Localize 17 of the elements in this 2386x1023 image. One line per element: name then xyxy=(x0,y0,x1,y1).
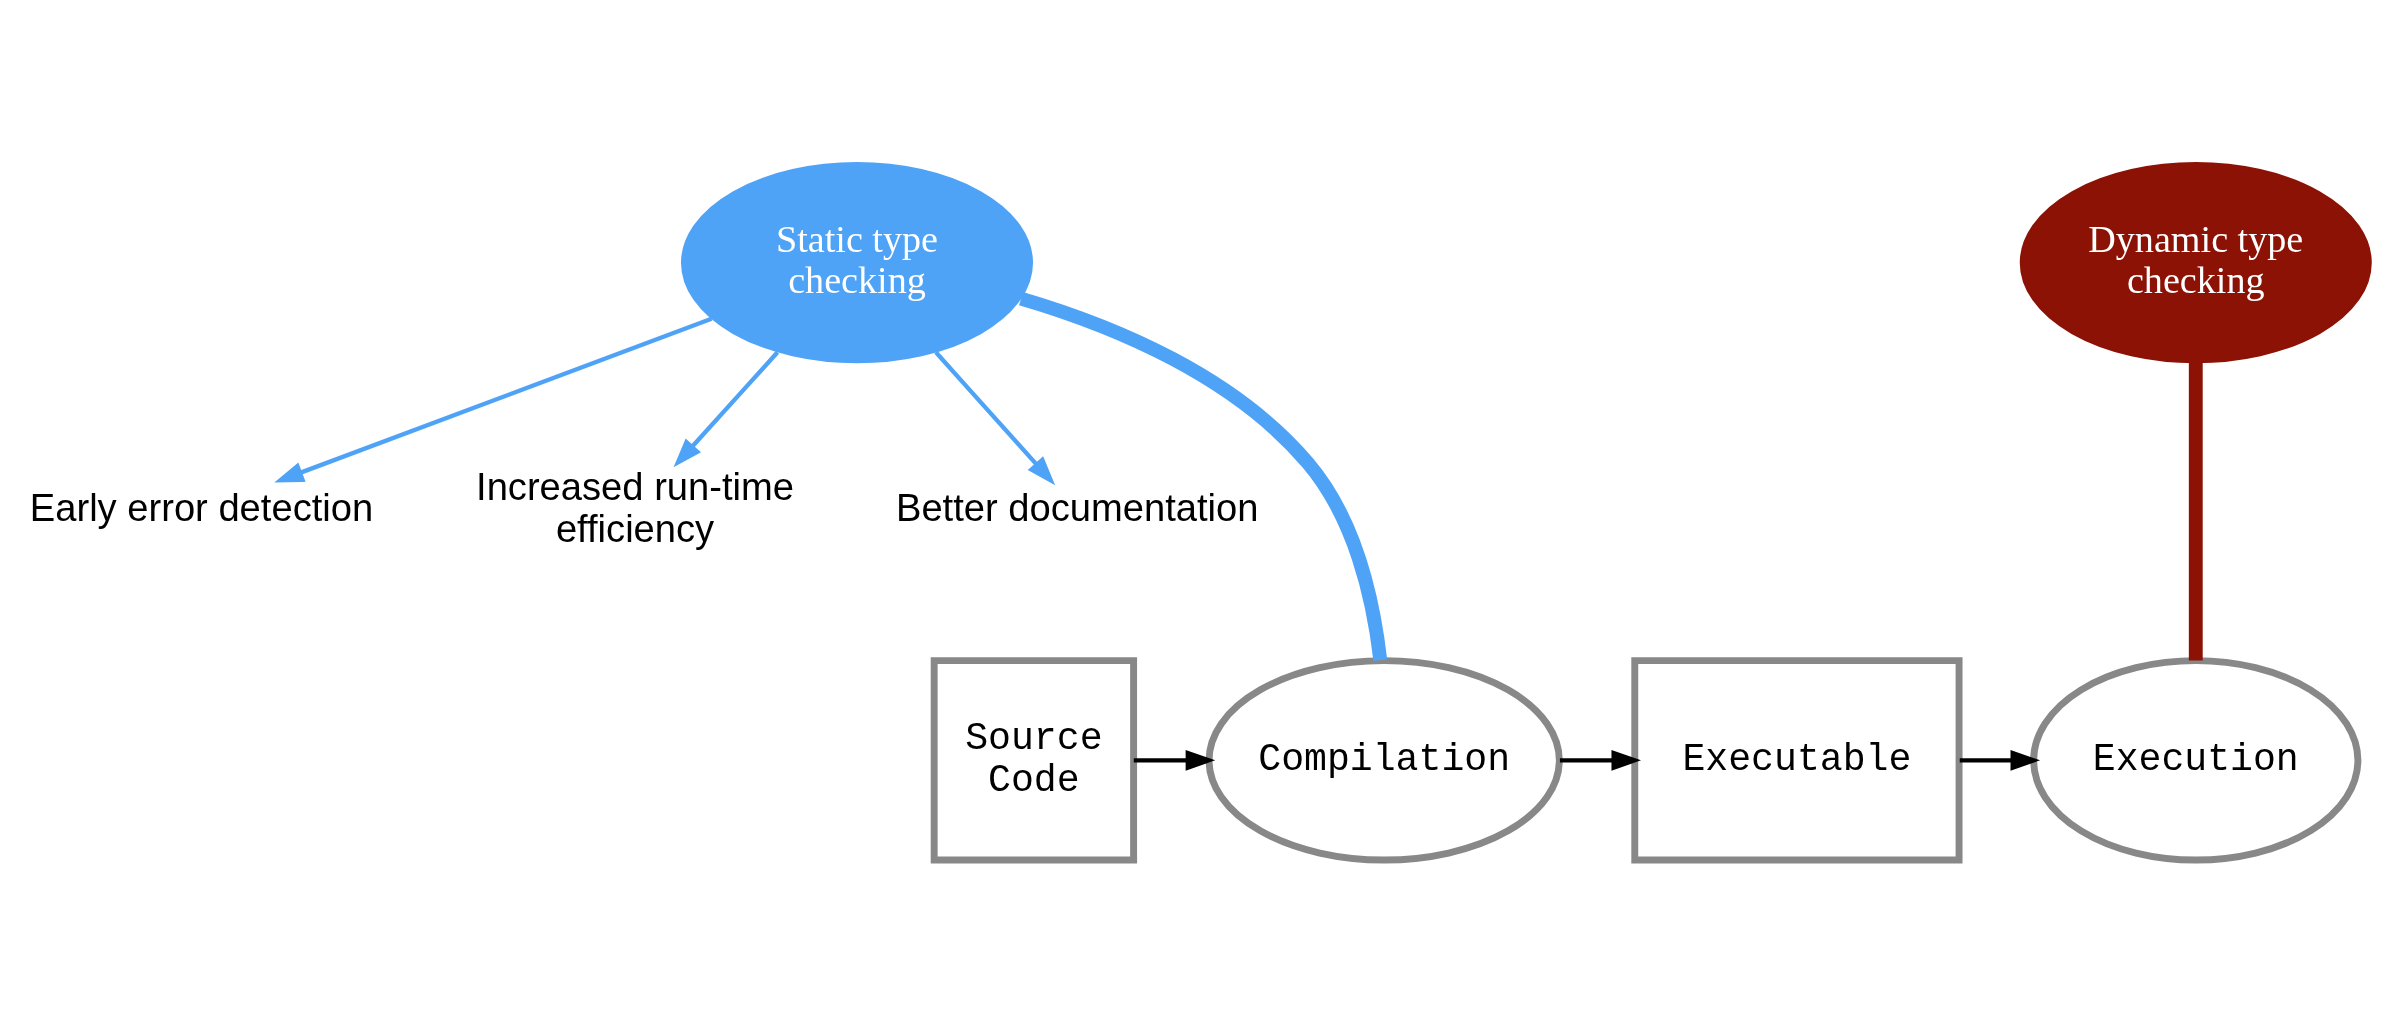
connector xyxy=(1018,292,1388,662)
node-box: Executable xyxy=(1631,657,1963,864)
node-text: Increased run-time efficiency xyxy=(476,465,795,551)
node-ellipse: Execution xyxy=(2030,657,2362,864)
node-ellipse: Dynamic type checking xyxy=(2019,162,2372,364)
node-ellipse: Compilation xyxy=(1205,657,1563,864)
arrow xyxy=(1959,750,2041,771)
node-ellipse: Static type checking xyxy=(681,162,1034,364)
node-box: Source Code xyxy=(930,657,1138,864)
node-text: Better documentation xyxy=(895,486,1259,530)
arrow xyxy=(934,350,1056,486)
arrow xyxy=(274,316,713,483)
arrow xyxy=(1559,750,1641,771)
arrow xyxy=(1133,750,1216,771)
arrow xyxy=(673,350,780,468)
node-text: Early error detection xyxy=(29,486,374,530)
connector xyxy=(2188,362,2203,661)
